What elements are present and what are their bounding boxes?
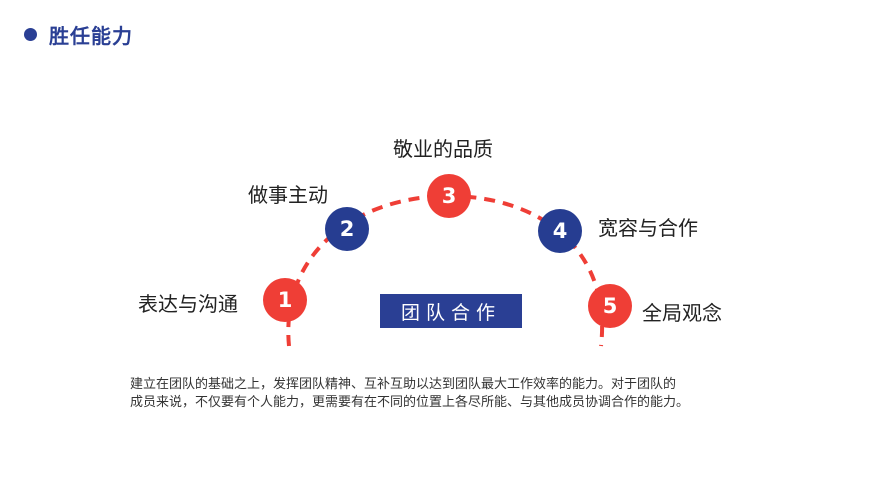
node-4-label: 宽容与合作 xyxy=(598,216,698,240)
node-1-label: 表达与沟通 xyxy=(138,292,238,316)
center-label-box: 团队合作 xyxy=(380,294,522,328)
page-title: 胜任能力 xyxy=(24,20,133,49)
node-5-label: 全局观念 xyxy=(642,301,722,325)
node-4-number: 4 xyxy=(552,219,568,243)
node-5-number: 5 xyxy=(602,294,618,318)
page-title-text: 胜任能力 xyxy=(49,24,133,48)
description-line-2: 成员来说，不仅要有个人能力，更需要有在不同的位置上各尽所能、与其他成员协调合作的… xyxy=(130,395,690,410)
node-3-label: 敬业的品质 xyxy=(393,137,493,161)
node-1-number: 1 xyxy=(277,288,293,312)
node-2-number: 2 xyxy=(339,217,355,241)
center-label-text: 团队合作 xyxy=(400,301,501,324)
node-2-circle: 2 xyxy=(325,207,369,251)
node-4-circle: 4 xyxy=(538,209,582,253)
node-3-circle: 3 xyxy=(427,174,471,218)
node-2-label: 做事主动 xyxy=(248,183,328,207)
description-line-1: 建立在团队的基础之上，发挥团队精神、互补互助以达到团队最大工作效率的能力。对于团… xyxy=(130,377,677,392)
description-paragraph: 建立在团队的基础之上，发挥团队精神、互补互助以达到团队最大工作效率的能力。对于团… xyxy=(130,376,780,412)
node-1-circle: 1 xyxy=(263,278,307,322)
node-5-circle: 5 xyxy=(588,284,632,328)
bullet-dot-icon xyxy=(24,28,37,41)
node-3-number: 3 xyxy=(441,184,457,208)
